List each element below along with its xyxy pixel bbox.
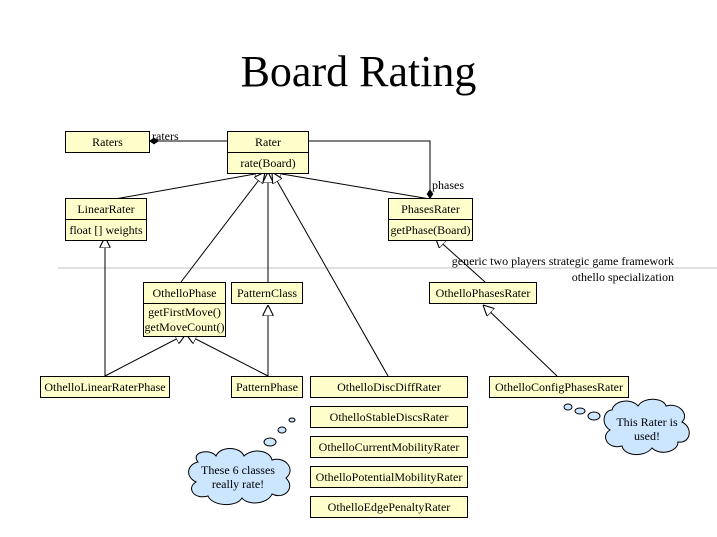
class-othello-phase: OthelloPhase getFirstMove() getMoveCount… [143, 282, 226, 337]
class-othello-linear-rater-phase: OthelloLinearRaterPhase [40, 376, 170, 398]
class-name: OthelloEdgePenaltyRater [327, 500, 451, 514]
class-field: float [] weights [66, 219, 146, 240]
patternphase-to-othellophase [186, 334, 269, 377]
discdiffrater-to-rater [272, 172, 389, 377]
class-name: PhasesRater [401, 202, 460, 216]
class-othello-potential-mobility-rater: OthelloPotentialMobilityRater [310, 466, 468, 488]
class-method: rate(Board) [228, 152, 308, 173]
class-method: getMoveCount() [144, 320, 225, 334]
six-classes-cloud [188, 448, 291, 505]
class-name: OthelloPotentialMobilityRater [315, 470, 463, 484]
class-othello-config-phases-rater: OthelloConfigPhasesRater [489, 376, 629, 398]
class-othello-phases-rater: OthelloPhasesRater [429, 282, 537, 304]
othellophase-to-rater [180, 172, 265, 283]
class-name: OthelloConfigPhasesRater [495, 380, 623, 394]
class-name: OthelloCurrentMobilityRater [318, 440, 460, 454]
class-name: Raters [92, 135, 123, 149]
this-rater-callout [563, 398, 690, 455]
this-rater-note: This Rater is used! [616, 415, 678, 443]
class-pattern-phase: PatternPhase [231, 376, 303, 398]
class-pattern-class: PatternClass [231, 282, 303, 304]
class-name: LinearRater [77, 202, 135, 216]
class-othello-edge-penalty-rater: OthelloEdgePenaltyRater [310, 496, 468, 518]
class-name: Rater [255, 135, 281, 149]
class-name: OthelloPhase [152, 286, 217, 300]
class-name: PatternPhase [236, 380, 298, 394]
class-name: OthelloStableDiscsRater [329, 410, 449, 424]
class-othello-stable-discs-rater: OthelloStableDiscsRater [310, 406, 468, 428]
class-method: getPhase(Board) [389, 219, 472, 240]
framework-layer-label: generic two players strategic game frame… [451, 254, 674, 268]
class-raters: Raters [65, 131, 150, 153]
class-method: getFirstMove() [148, 305, 221, 319]
class-name: OthelloLinearRaterPhase [44, 380, 166, 394]
phases-role-label: phases [432, 178, 464, 192]
class-rater: Rater rate(Board) [227, 131, 309, 174]
class-othello-disc-diff-rater: OthelloDiscDiffRater [310, 376, 468, 398]
class-name: OthelloDiscDiffRater [337, 380, 441, 394]
this-rater-cloud [603, 398, 690, 455]
class-othello-current-mobility-rater: OthelloCurrentMobilityRater [310, 436, 468, 458]
phasesrater-specialization [435, 237, 486, 283]
class-phases-rater: PhasesRater getPhase(Board) [388, 198, 473, 241]
class-name: PatternClass [237, 286, 297, 300]
raters-role-label: raters [152, 129, 179, 143]
diagram-title: Board Rating [240, 47, 477, 96]
phases-aggregation-line [282, 140, 434, 199]
configphasesrater-to-othellophasesrater [483, 305, 558, 377]
six-classes-callout [188, 417, 296, 505]
six-classes-note: These 6 classes really rate! [201, 463, 275, 491]
class-linear-rater: LinearRater float [] weights [65, 198, 147, 241]
specialization-layer-label: othello specialization [571, 270, 674, 284]
class-name: OthelloPhasesRater [435, 286, 531, 300]
linearrater-to-rater [114, 172, 266, 200]
linearraterphase-to-othellophase [104, 334, 186, 377]
phasesrater-to-rater [270, 172, 431, 200]
